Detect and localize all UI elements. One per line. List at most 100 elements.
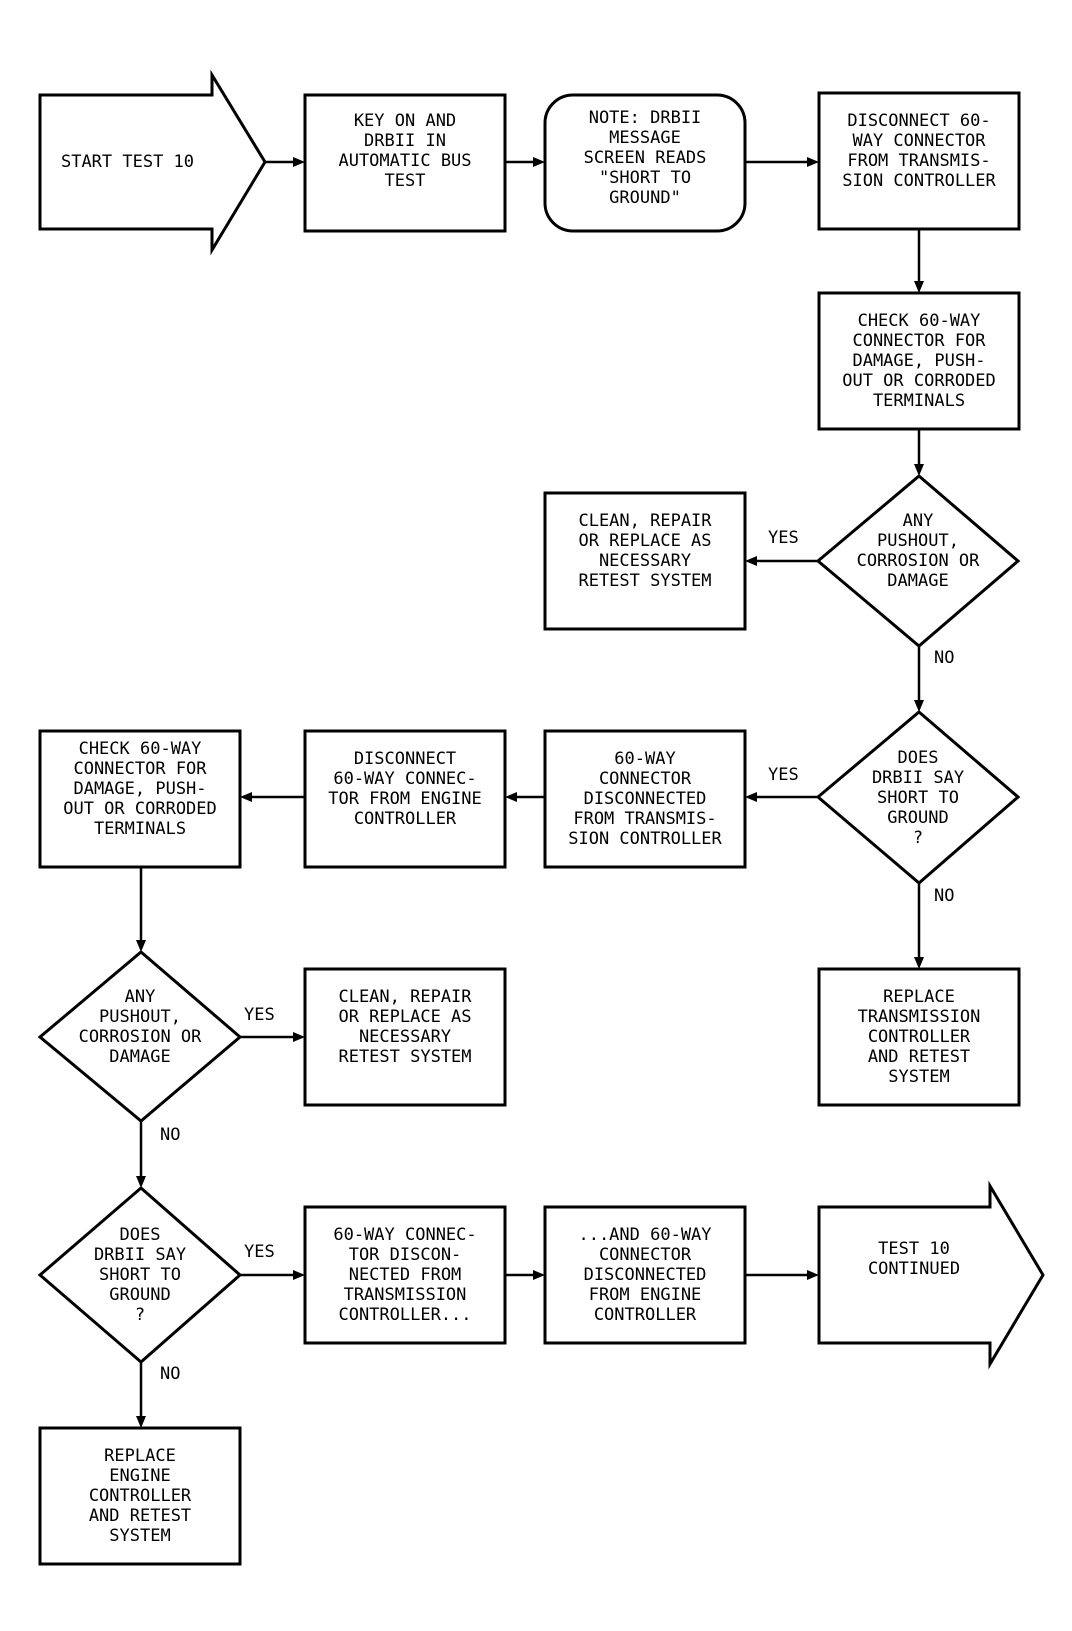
label-line: TEST 10 — [878, 1239, 950, 1259]
label-line: AUTOMATIC BUS — [338, 151, 472, 171]
label-line: ? — [912, 827, 924, 848]
label-line: START TEST 10 — [60, 152, 195, 172]
label-line: DOES — [119, 1225, 161, 1245]
start-arrow-shape — [38, 69, 267, 256]
label-line: DRBII SAY — [871, 767, 965, 788]
label-line: 60-WAY CONNEC- — [333, 769, 477, 789]
label-line: SHORT TO — [877, 787, 959, 808]
label-line: GROUND" — [609, 188, 681, 208]
label-line: DAMAGE — [887, 571, 949, 591]
label-line: ENGINE — [109, 1466, 171, 1486]
tc-disconnected-box — [543, 729, 747, 869]
label-line: 60-WAY — [614, 749, 676, 769]
label-line: DISCONNECTED — [583, 1265, 707, 1285]
clean-2-box — [303, 967, 507, 1107]
label-line: TOR FROM ENGINE — [328, 789, 482, 809]
label-line: KEY ON AND — [353, 111, 457, 131]
no-label-3: NO — [160, 1125, 181, 1145]
label-line: OUT OR CORRODED — [842, 371, 996, 391]
label-line: CHECK 60-WAY — [78, 739, 202, 759]
label-line: TERMINALS — [872, 391, 966, 411]
label-line: CONNECTOR FOR — [73, 759, 207, 779]
label-line: FROM TRANSMIS- — [847, 151, 991, 171]
label-line: OR REPLACE AS — [578, 531, 712, 551]
label-line: DRBII SAY — [93, 1245, 187, 1265]
label-line: GROUND — [887, 807, 949, 828]
label-line: RETEST SYSTEM — [578, 571, 712, 591]
label-line: AND RETEST — [867, 1047, 971, 1067]
label-line: DRBII IN — [364, 131, 446, 151]
label-line: NECESSARY — [358, 1027, 452, 1047]
label-line: PUSHOUT, — [877, 531, 959, 551]
label-line: ANY — [124, 987, 156, 1007]
label-line: SYSTEM — [888, 1067, 950, 1087]
label-line: OUT OR CORRODED — [63, 799, 217, 819]
label-line: CONTROLLER — [867, 1027, 971, 1047]
disconnect-tc-box — [817, 91, 1021, 231]
label-line: SCREEN READS — [583, 148, 707, 168]
clean-1-box — [543, 491, 747, 631]
label-line: DISCONNECT — [353, 749, 457, 769]
label-line: CORROSION OR — [78, 1027, 202, 1047]
disconnect-ec-box — [303, 729, 507, 869]
label-line: FROM TRANSMIS- — [573, 809, 717, 829]
label-line: TEST — [384, 171, 426, 191]
no-label-4: NO — [160, 1364, 181, 1384]
label-line: CONTROLLER... — [338, 1305, 472, 1325]
label-line: AND RETEST — [88, 1506, 192, 1526]
label-line: CHECK 60-WAY — [857, 311, 981, 331]
label-line: CONNECTOR — [598, 1245, 692, 1265]
label-line: CONTROLLER — [593, 1305, 697, 1325]
label-line: "SHORT TO — [598, 168, 692, 188]
label-line: FROM ENGINE — [588, 1285, 702, 1305]
yes-label-3: YES — [244, 1005, 275, 1025]
check-ec-box — [38, 729, 242, 869]
label-line: DOES — [897, 747, 939, 768]
label-line: ? — [134, 1305, 146, 1325]
label-line: DAMAGE, PUSH- — [73, 779, 207, 799]
label-line: REPLACE — [883, 987, 955, 1007]
label-line: RETEST SYSTEM — [338, 1047, 472, 1067]
label-line: TRANSMISSION — [343, 1285, 467, 1305]
replace-tc-box — [817, 967, 1021, 1107]
label-line: CORROSION OR — [856, 551, 980, 571]
yes-label-4: YES — [244, 1242, 275, 1262]
label-line: SHORT TO — [99, 1265, 181, 1285]
label-line: DISCONNECT 60- — [847, 111, 991, 131]
label-line: ...AND 60-WAY — [578, 1225, 712, 1245]
label-line: ANY — [902, 511, 934, 531]
label-line: CLEAN, REPAIR — [578, 511, 712, 531]
label-line: WAY CONNECTOR — [852, 131, 986, 151]
label-line: SION CONTROLLER — [842, 171, 996, 191]
label-line: 60-WAY CONNEC- — [333, 1225, 477, 1245]
label-line: SYSTEM — [109, 1526, 171, 1546]
label-line: TRANSMISSION — [857, 1007, 981, 1027]
label-line: OR REPLACE AS — [338, 1007, 472, 1027]
label-line: CONTROLLER — [88, 1486, 192, 1506]
no-label-1: NO — [934, 648, 955, 668]
label-line: TOR DISCON- — [348, 1245, 462, 1265]
label-line: CONTINUED — [867, 1259, 961, 1279]
connector-lines — [136, 157, 924, 1428]
label-line: CONNECTOR FOR — [852, 331, 986, 351]
yes-label-1: YES — [768, 528, 799, 548]
label-line: DISCONNECTED — [583, 789, 707, 809]
